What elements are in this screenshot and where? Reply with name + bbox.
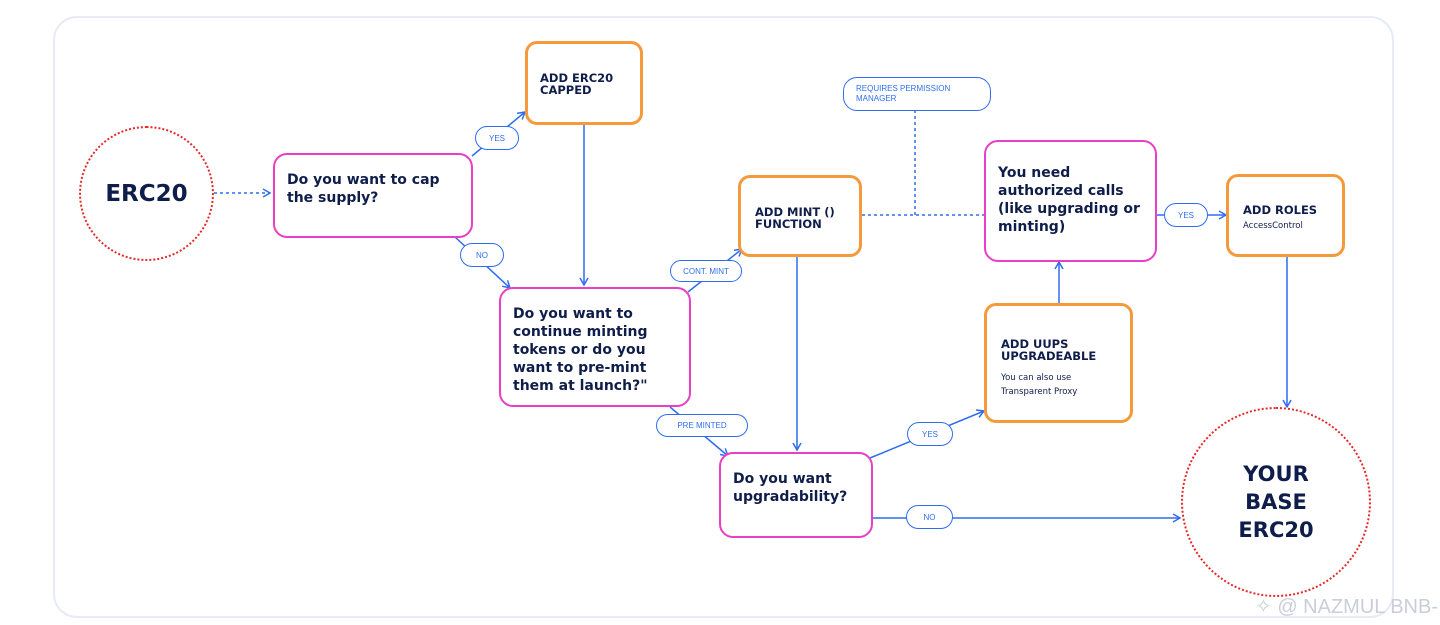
- action-uups-title: ADD UUPS UPGRADEABLE: [1001, 337, 1097, 363]
- question-upgradability: Do you want upgradability?: [719, 452, 873, 538]
- action-mint-function: ADD MINT () FUNCTION: [738, 175, 862, 257]
- end-label: YOUR BASE ERC20: [1238, 462, 1314, 542]
- edge-label-yes-cap: YES: [475, 126, 519, 150]
- start-node: ERC20: [79, 126, 214, 261]
- watermark: ✧ @ NAZMUL BNB-: [1255, 594, 1438, 619]
- edge-label-no-cap: NO: [460, 243, 504, 267]
- end-node: YOUR BASE ERC20: [1181, 407, 1371, 597]
- edge-label-cont-mint: CONT. MINT: [670, 260, 742, 282]
- permission-manager-note-text: REQUIRES PERMISSION MANAGER: [856, 84, 951, 103]
- action-add-roles-title: ADD ROLES: [1243, 203, 1318, 217]
- action-mint-function-title: ADD MINT () FUNCTION: [755, 205, 835, 231]
- action-erc20-capped-title: ADD ERC20 CAPPED: [540, 71, 614, 97]
- action-uups-note1: You can also use: [1001, 373, 1072, 383]
- question-continue-minting: Do you want to continue minting tokens o…: [499, 287, 691, 407]
- edge-label-cont-mint-text: CONT. MINT: [683, 266, 729, 276]
- edge-label-no-upgrade: NO: [906, 505, 953, 529]
- edge-label-yes-cap-text: YES: [488, 133, 505, 143]
- question-continue-minting-text: Do you want to continue minting tokens o…: [513, 306, 648, 394]
- question-authorized-calls: You need authorized calls (like upgradin…: [984, 140, 1157, 262]
- watermark-text: @ NAZMUL BNB-: [1277, 596, 1438, 618]
- action-uups-note2: Transparent Proxy: [1001, 387, 1078, 397]
- action-add-roles: ADD ROLES AccessControl: [1226, 174, 1345, 257]
- question-upgradability-text: Do you want upgradability?: [733, 471, 848, 505]
- question-authorized-calls-text: You need authorized calls (like upgradin…: [998, 165, 1140, 235]
- edge-label-pre-minted: PRE MINTED: [656, 414, 748, 437]
- question-cap-supply: Do you want to cap the supply?: [273, 153, 473, 238]
- question-cap-supply-text: Do you want to cap the supply?: [287, 172, 440, 206]
- edge-label-pre-minted-text: PRE MINTED: [677, 421, 727, 430]
- edge-label-no-upgrade-text: NO: [923, 512, 936, 522]
- edge-label-yes-auth-text: YES: [1177, 210, 1194, 220]
- edge-label-no-cap-text: NO: [476, 250, 488, 260]
- action-erc20-capped: ADD ERC20 CAPPED: [525, 41, 643, 125]
- edge-label-yes-upgrade: YES: [907, 422, 953, 446]
- start-label: ERC20: [105, 180, 188, 207]
- edge-label-yes-upgrade-text: YES: [921, 429, 938, 439]
- action-uups-upgradeable: ADD UUPS UPGRADEABLE You can also use Tr…: [984, 303, 1133, 423]
- watermark-icon: ✧: [1254, 596, 1272, 618]
- action-add-roles-note: AccessControl: [1243, 221, 1303, 231]
- permission-manager-note: REQUIRES PERMISSION MANAGER: [843, 77, 991, 111]
- edge-label-yes-auth: YES: [1164, 203, 1208, 227]
